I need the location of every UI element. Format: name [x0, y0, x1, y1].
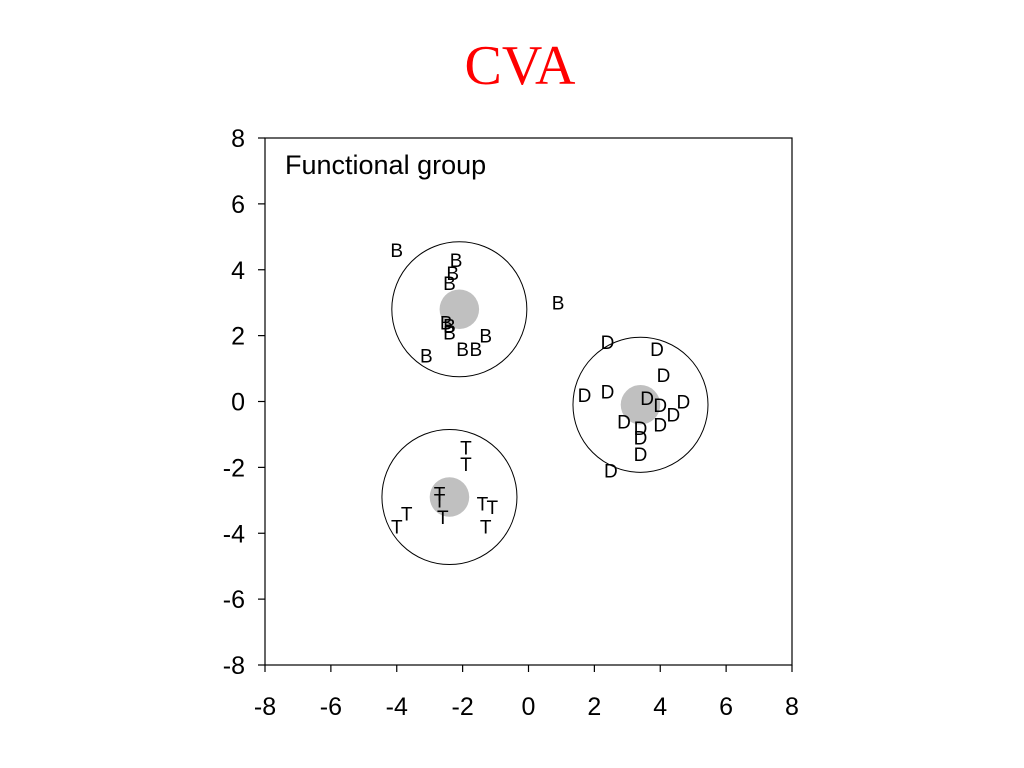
point-t: T	[477, 495, 489, 516]
group-b-circle	[391, 241, 528, 378]
x-tick-label: -4	[386, 693, 408, 721]
y-tick-label: 0	[231, 389, 245, 417]
point-d: D	[667, 406, 681, 427]
point-b: B	[450, 251, 463, 272]
point-d: D	[634, 429, 648, 450]
point-d: D	[650, 340, 664, 361]
x-tick-label: 2	[587, 693, 601, 721]
y-tick-label: 2	[231, 323, 245, 351]
point-b: B	[456, 340, 469, 361]
point-b: B	[443, 317, 456, 338]
point-d: D	[676, 393, 690, 414]
point-t: T	[434, 491, 446, 512]
x-tick-label: -2	[452, 693, 474, 721]
group-d-circle	[572, 336, 709, 473]
point-t: T	[480, 518, 492, 539]
axis-ticks	[258, 137, 793, 672]
x-tick-label: -6	[320, 693, 342, 721]
y-tick-label: -6	[223, 586, 245, 614]
point-d: D	[653, 396, 667, 417]
point-d: D	[617, 412, 631, 433]
point-b: B	[390, 241, 403, 262]
y-tick-label: -8	[223, 652, 245, 680]
point-b: B	[469, 340, 482, 361]
point-t: T	[437, 508, 449, 529]
y-tick-label: 6	[231, 191, 245, 219]
point-b: B	[420, 346, 433, 367]
point-d: D	[601, 383, 615, 404]
x-tick-label: 6	[719, 693, 733, 721]
y-tick-label: 4	[231, 257, 245, 285]
y-tick-label: -4	[223, 520, 245, 548]
point-b: B	[440, 313, 453, 334]
group-d-centroid	[620, 385, 661, 425]
slide-title: CVA	[464, 35, 576, 97]
point-b: B	[443, 274, 456, 295]
group-t-centroid	[429, 477, 470, 517]
point-t: T	[401, 504, 413, 525]
point-b: B	[446, 264, 459, 285]
x-tick-label: -8	[254, 693, 276, 721]
axis-tick-labels: -8 -6 -4 -2 0 2 4 6 8 -8 -6 -4 -2 0 2 4 6 8	[223, 125, 799, 721]
group-circles	[381, 241, 709, 566]
plot-annotation: Functional group	[285, 150, 486, 180]
y-tick-label: -2	[223, 454, 245, 482]
point-b: B	[552, 294, 565, 315]
point-t: T	[486, 498, 498, 519]
point-t: T	[434, 485, 446, 506]
point-d: D	[601, 333, 615, 354]
group-t-circle	[381, 428, 518, 566]
plot-frame	[264, 137, 793, 666]
group-centroids	[429, 289, 661, 517]
x-tick-label: 4	[653, 693, 667, 721]
point-d: D	[634, 445, 648, 466]
x-tick-label: 8	[785, 693, 799, 721]
point-b: B	[479, 327, 492, 348]
point-d: D	[657, 366, 671, 387]
point-d: D	[634, 419, 648, 440]
point-d: D	[604, 462, 618, 483]
y-tick-label: 8	[231, 125, 245, 153]
point-d: D	[578, 386, 592, 407]
group-b-centroid	[439, 289, 480, 330]
point-b: B	[443, 323, 456, 344]
point-d: D	[640, 389, 654, 410]
point-t: T	[460, 439, 472, 460]
point-t: T	[460, 455, 472, 476]
x-tick-label: 0	[522, 693, 536, 721]
point-d: D	[653, 416, 667, 437]
point-t: T	[391, 518, 403, 539]
